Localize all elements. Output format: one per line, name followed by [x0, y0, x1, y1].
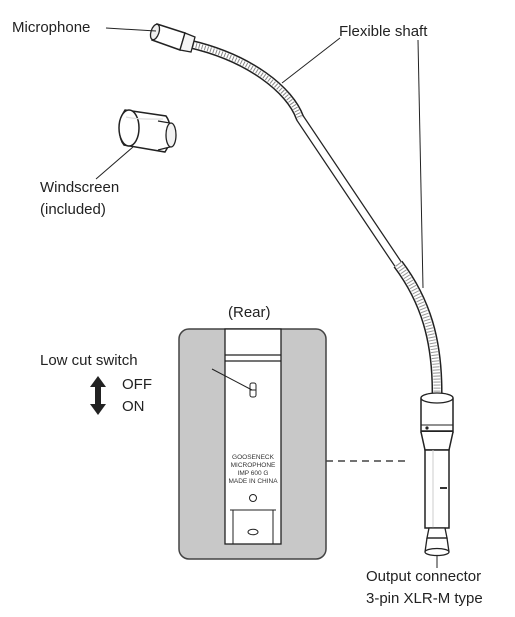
flexible-shaft-upper	[185, 39, 305, 123]
output-connector-type-label: 3-pin XLR-M type	[366, 590, 483, 607]
microphone-leader	[105, 27, 157, 32]
microphone-label: Microphone	[12, 19, 91, 36]
on-label: ON	[122, 398, 145, 415]
body-print-line: MICROPHONE	[230, 462, 276, 469]
body-print-line: GOOSENECK	[232, 454, 274, 461]
windscreen-icon	[118, 109, 177, 153]
windscreen-leader	[95, 146, 134, 180]
low-cut-switch-label: Low cut switch	[40, 352, 138, 369]
windscreen-included-label: (included)	[40, 201, 106, 218]
microphone-body	[420, 392, 454, 557]
flexible-shaft-leader-2	[417, 39, 424, 289]
output-connector-label: Output connector	[366, 568, 482, 585]
microphone-head	[149, 23, 196, 53]
rear-label: (Rear)	[228, 304, 271, 321]
body-print-line: MADE IN CHINA	[228, 478, 278, 485]
body-print-line: IMP 600 G	[237, 470, 269, 477]
flexible-shaft-leader	[281, 37, 341, 84]
off-label: OFF	[122, 376, 152, 393]
flexible-shaft-label: Flexible shaft	[339, 23, 428, 40]
low-cut-switch-leader	[211, 368, 253, 391]
low-cut-switch-icon	[249, 382, 257, 398]
body-print-text: GOOSENECK MICROPHONE IMP 600 G MADE IN C…	[218, 454, 288, 486]
windscreen-label: Windscreen	[40, 179, 120, 196]
switch-direction-arrow-icon	[90, 376, 106, 415]
rear-body-outline	[224, 328, 282, 545]
